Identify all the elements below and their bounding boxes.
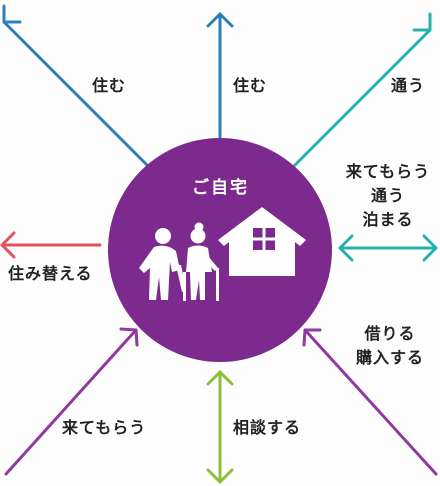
label-bottom-right-line-2: 購入する (355, 348, 424, 367)
label-top-center: 住む (233, 76, 268, 95)
label-right-line-2: 通う (370, 186, 405, 205)
label-top-right: 通う (391, 76, 426, 95)
label-right-line-1: 来てもらう (345, 162, 431, 181)
center-title: ご自宅 (192, 178, 249, 198)
arrow-bottom-center-head-bottom (206, 468, 234, 484)
label-bottom-right-line-1: 借りる (364, 324, 416, 343)
label-bottom-center: 相談する (233, 418, 302, 437)
arrow-top-right (290, 28, 432, 170)
label-right-line-3: 泊まる (362, 210, 414, 229)
elderly-couple-icon (139, 222, 219, 301)
arrow-right-head-right (422, 234, 438, 262)
center-circle (108, 138, 332, 362)
label-bottom-left: 来てもらう (62, 418, 147, 437)
arrow-left-head (0, 231, 16, 259)
arrow-top-center-head (206, 12, 234, 28)
arrow-bottom-center-head-top (206, 370, 234, 386)
arrow-bottom-right-head (302, 328, 322, 347)
label-left: 住み替える (8, 264, 93, 283)
arrow-bottom-left (4, 328, 138, 476)
arrow-bottom-right (303, 328, 438, 476)
label-right-group: 来てもらう 通う 泊まる (340, 160, 436, 232)
arrow-right-head-left (338, 234, 354, 262)
label-bottom-right-group: 借りる 購入する (342, 322, 438, 370)
house-icon (218, 207, 306, 276)
label-top-left: 住む (92, 76, 127, 95)
arrow-top-left (2, 20, 152, 170)
arrow-top-right-head (412, 12, 432, 32)
arrow-bottom-left-head (119, 327, 139, 347)
arrows-group (0, 4, 438, 484)
arrow-top-left-head (2, 4, 22, 24)
